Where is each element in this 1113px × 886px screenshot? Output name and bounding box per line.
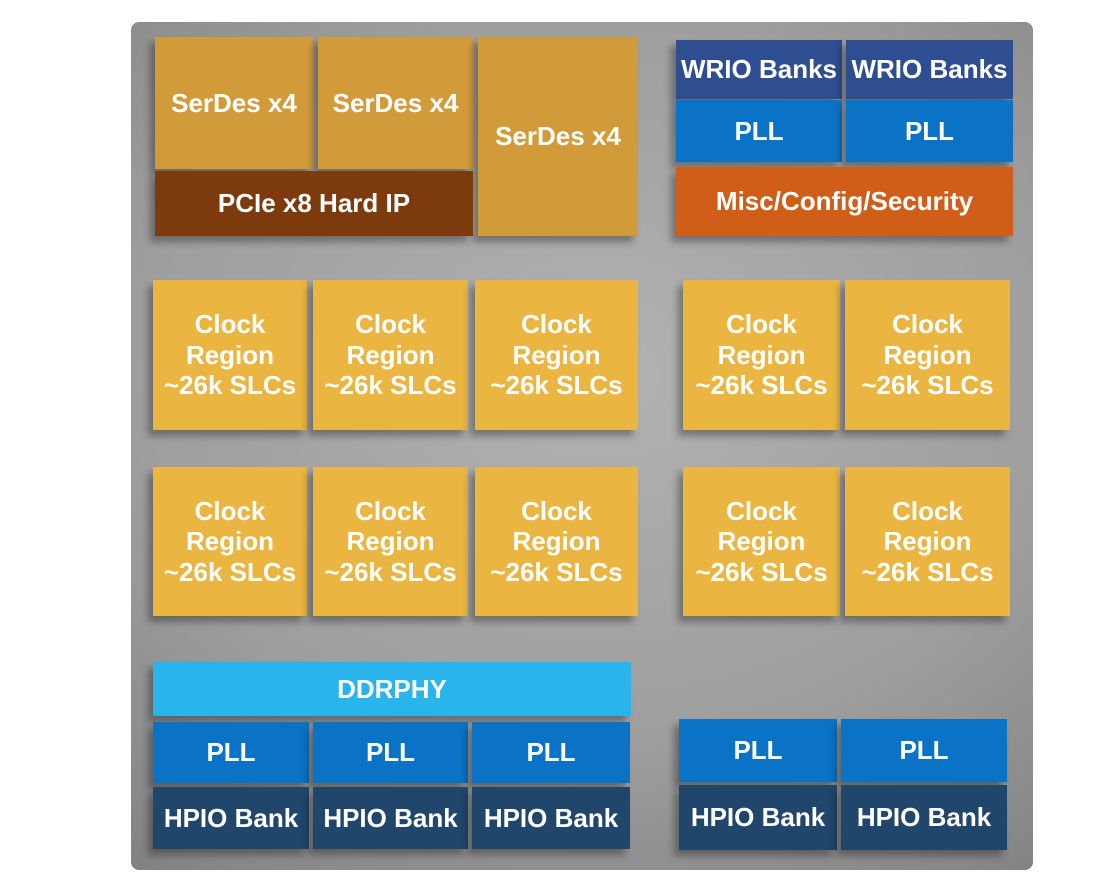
pll-block-bottom-left-2: PLL	[313, 722, 468, 783]
clock-region-block: Clock Region ~26k SLCs	[313, 280, 468, 430]
clock-region-block: Clock Region ~26k SLCs	[475, 280, 638, 430]
pll-block-bottom-left-3: PLL	[472, 722, 630, 783]
clock-region-block: Clock Region ~26k SLCs	[683, 467, 840, 616]
clock-region-block: Clock Region ~26k SLCs	[845, 280, 1010, 430]
wrio-banks-block-2: WRIO Banks	[846, 40, 1013, 99]
serdes-block-2: SerDes x4	[318, 37, 473, 169]
hpio-bank-block-1: HPIO Bank	[153, 787, 309, 849]
pll-block-bottom-right-2: PLL	[841, 719, 1007, 782]
pll-block-bottom-left-1: PLL	[153, 722, 309, 783]
clock-region-block: Clock Region ~26k SLCs	[683, 280, 840, 430]
hpio-bank-block-5: HPIO Bank	[841, 785, 1007, 850]
serdes-block-1: SerDes x4	[155, 37, 313, 169]
clock-region-block: Clock Region ~26k SLCs	[153, 280, 307, 430]
hpio-bank-block-3: HPIO Bank	[472, 787, 630, 849]
clock-region-block: Clock Region ~26k SLCs	[153, 467, 307, 616]
hpio-bank-block-4: HPIO Bank	[679, 785, 837, 850]
pcie-hard-ip-block: PCIe x8 Hard IP	[155, 171, 473, 236]
clock-region-block: Clock Region ~26k SLCs	[313, 467, 468, 616]
pll-block-top-2: PLL	[846, 100, 1013, 162]
clock-region-block: Clock Region ~26k SLCs	[475, 467, 638, 616]
wrio-banks-block-1: WRIO Banks	[676, 40, 842, 99]
chip-floorplan-diagram: SerDes x4 SerDes x4 SerDes x4 PCIe x8 Ha…	[131, 22, 1033, 870]
pll-block-bottom-right-1: PLL	[679, 719, 837, 782]
serdes-block-3: SerDes x4	[478, 37, 638, 236]
clock-region-block: Clock Region ~26k SLCs	[845, 467, 1010, 616]
misc-config-security-block: Misc/Config/Security	[676, 167, 1013, 236]
hpio-bank-block-2: HPIO Bank	[313, 787, 468, 849]
pll-block-top-1: PLL	[676, 100, 842, 162]
ddrphy-block: DDRPHY	[153, 662, 631, 716]
